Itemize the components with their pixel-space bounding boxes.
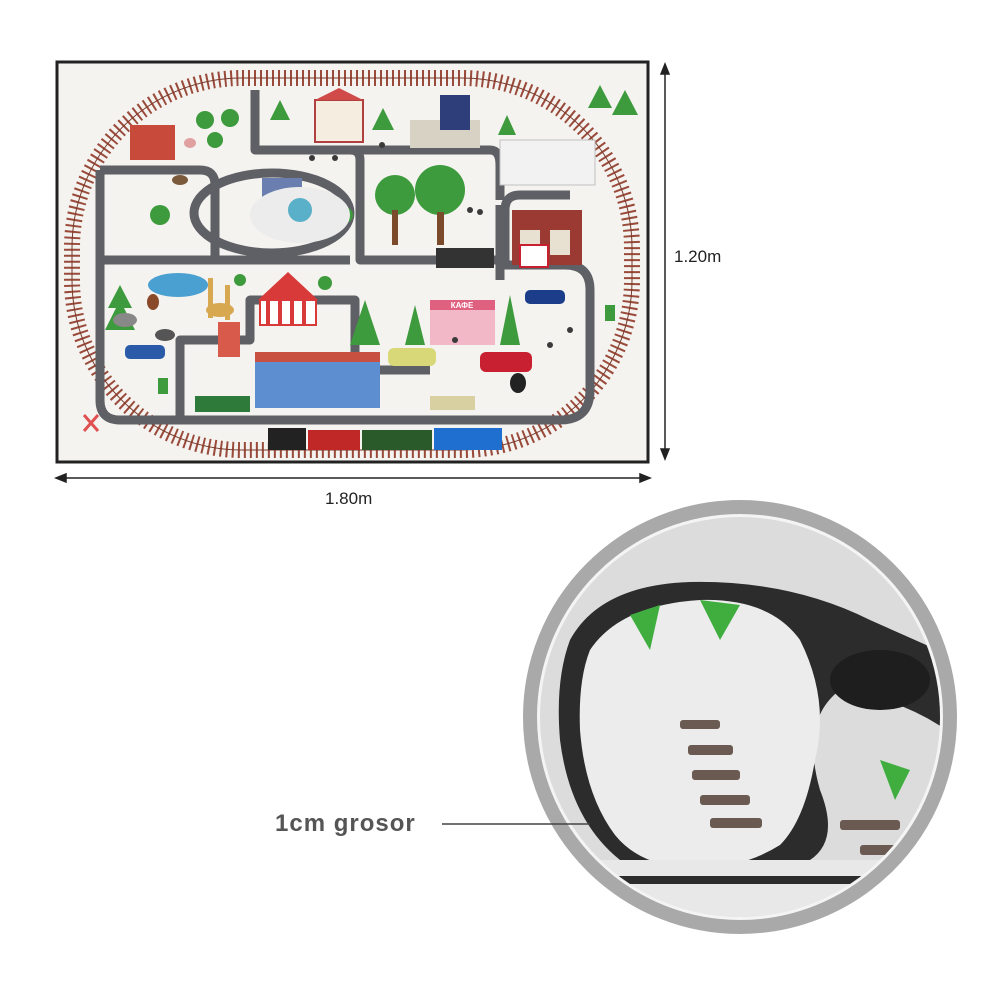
width-label: 1.80m [325,489,373,508]
width-dimension-line [53,472,653,484]
pond-icon [148,273,208,297]
mat-surface [579,599,820,869]
railroad-crossing-icon [82,414,100,432]
people-icons [309,142,573,348]
tree-icons [105,85,638,345]
thickness-label: 1cm grosor [275,810,416,837]
printed-trees [630,600,910,800]
gas-pump-icon [605,305,615,321]
train-icon [268,428,502,450]
shop-sign: КАФЕ [451,301,474,310]
animal-icons [113,138,526,393]
gas-pump-icon [158,378,168,394]
fountain-icon [288,198,312,222]
car-icons [125,244,565,412]
track-ties [680,720,920,855]
height-label: 1.20m [674,247,722,266]
circus-tent-icon [258,272,318,326]
height-dimension-line [659,61,671,462]
tree-trunks [392,210,444,245]
